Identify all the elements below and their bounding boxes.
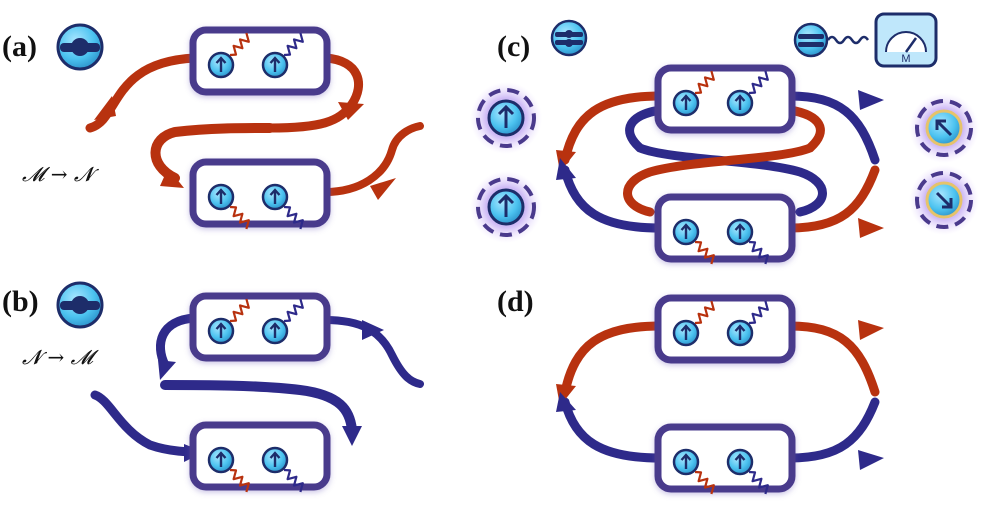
qubit-pair bbox=[207, 298, 304, 345]
spin-qubit bbox=[207, 183, 235, 211]
photon-squiggle bbox=[229, 32, 250, 57]
photon-squiggle bbox=[283, 298, 304, 323]
photon-squiggle bbox=[283, 205, 304, 230]
spin-qubit bbox=[726, 319, 754, 347]
photon-squiggle bbox=[694, 470, 715, 495]
qubit-pair bbox=[207, 183, 304, 230]
spin-qubit bbox=[672, 89, 700, 117]
spin-qubit bbox=[672, 319, 700, 347]
panel-label-b: (b) bbox=[2, 285, 39, 318]
panel-a bbox=[56, 23, 424, 228]
qubit-pair bbox=[672, 70, 769, 117]
input-qubit-bottom bbox=[470, 171, 542, 243]
photon-squiggle bbox=[694, 70, 715, 95]
photon-squiggle bbox=[283, 32, 304, 57]
detector-icon bbox=[793, 22, 870, 58]
map-label-a: 𝓜 → 𝓝 bbox=[22, 162, 94, 186]
flows-d bbox=[560, 321, 880, 463]
qubit-pair bbox=[207, 32, 304, 79]
qubit-pair bbox=[207, 446, 304, 493]
qubit-pair bbox=[672, 300, 769, 347]
flows-c bbox=[560, 91, 880, 233]
qubit-pair bbox=[672, 448, 769, 495]
output-qubit-top bbox=[909, 93, 979, 163]
panel-label-a: (a) bbox=[2, 30, 37, 63]
spin-qubit bbox=[261, 446, 289, 474]
spin-qubit bbox=[672, 218, 700, 246]
spin-qubit bbox=[261, 317, 289, 345]
arrowheads-c bbox=[556, 90, 884, 238]
input-qubit-top bbox=[470, 82, 542, 154]
spin-qubit bbox=[207, 317, 235, 345]
qubit-layer bbox=[207, 32, 769, 495]
panel-d bbox=[556, 294, 884, 493]
spin-qubit bbox=[207, 446, 235, 474]
splitter-icon-b bbox=[56, 281, 104, 329]
spin-qubit bbox=[261, 183, 289, 211]
meter-letter: M bbox=[901, 53, 910, 65]
photon-squiggle bbox=[283, 468, 304, 493]
photon-squiggle bbox=[748, 240, 769, 265]
photon-squiggle bbox=[694, 240, 715, 265]
red-arrowheads-a bbox=[94, 96, 396, 200]
photon-squiggle bbox=[748, 470, 769, 495]
spin-qubit bbox=[261, 51, 289, 79]
panel-label-d: (d) bbox=[497, 285, 534, 318]
map-label-b: 𝓝 → 𝓜 bbox=[22, 345, 94, 369]
panel-c: M bbox=[470, 12, 979, 263]
spin-qubit bbox=[672, 448, 700, 476]
photon-squiggle bbox=[748, 70, 769, 95]
photon-squiggle bbox=[229, 298, 250, 323]
panel-label-c: (c) bbox=[497, 30, 531, 63]
output-qubit-bottom bbox=[909, 165, 979, 235]
spin-qubit bbox=[207, 51, 235, 79]
meter-icon: M bbox=[874, 12, 938, 68]
photon-squiggle bbox=[229, 468, 250, 493]
qubit-pair bbox=[672, 218, 769, 265]
arrowheads-d bbox=[556, 320, 884, 470]
splitter-icon-c bbox=[550, 19, 588, 57]
photon-squiggle bbox=[229, 205, 250, 230]
photon-squiggle bbox=[748, 300, 769, 325]
photon-squiggle bbox=[694, 300, 715, 325]
splitter-icon-a bbox=[56, 23, 104, 71]
spin-qubit bbox=[726, 89, 754, 117]
spin-qubit bbox=[726, 218, 754, 246]
spin-qubit bbox=[726, 448, 754, 476]
